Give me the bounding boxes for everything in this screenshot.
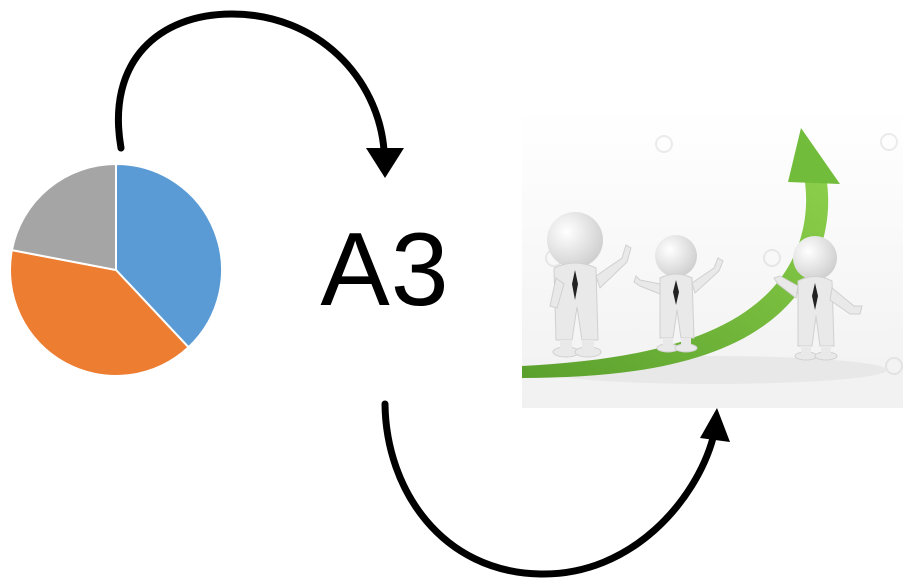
growth-arrow-icon [522,128,840,378]
gray-slice [10,162,117,272]
blue-slice [115,162,223,349]
person-figure-2 [633,235,724,353]
growth-illustration [522,108,903,408]
orange-slice [9,248,190,377]
pie-chart-icon [9,162,223,377]
person-figure-3 [773,236,863,361]
person-figure-1 [547,212,632,358]
center-label: A3 [320,212,450,328]
